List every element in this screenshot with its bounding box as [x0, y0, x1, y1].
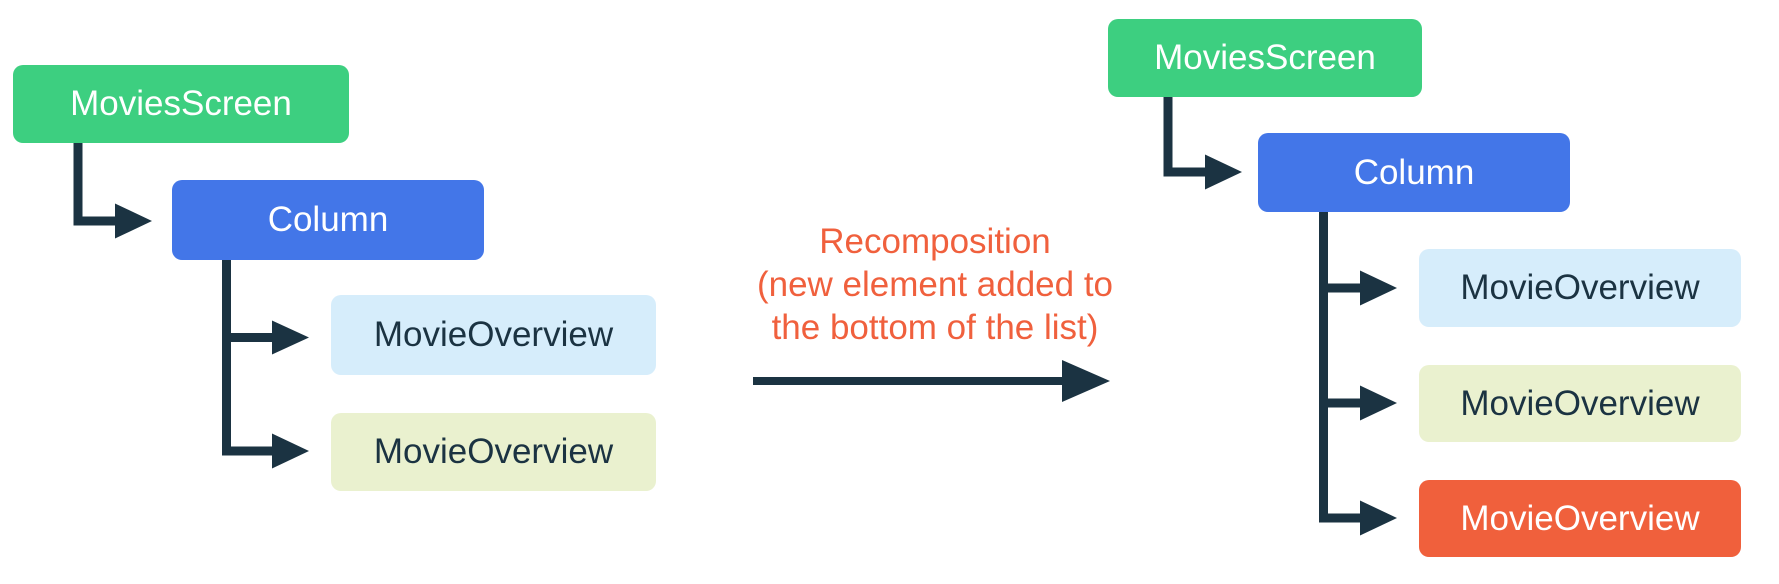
arrowhead-icon [1360, 500, 1397, 536]
arrowhead-icon [1205, 154, 1242, 190]
right-column-to-children-connector [1319, 212, 1397, 536]
left-movieoverview-node-1: MovieOverview [331, 295, 656, 375]
caption-line-3: the bottom of the list) [771, 308, 1099, 347]
recomposition-caption: Recomposition (new element added to the … [690, 220, 1180, 349]
left-column-to-children-connector [222, 260, 309, 469]
left-column-node: Column [172, 180, 484, 260]
right-column-node: Column [1258, 133, 1570, 212]
right-movieoverview-node-new: MovieOverview [1419, 480, 1741, 557]
arrowhead-icon [272, 320, 309, 355]
arrowhead-icon [1062, 360, 1110, 402]
left-moviesscreen-node: MoviesScreen [13, 65, 349, 143]
right-moviesscreen-node: MoviesScreen [1108, 19, 1422, 97]
right-movieoverview-node-1: MovieOverview [1419, 249, 1741, 327]
recomposition-arrow [753, 360, 1110, 402]
arrowhead-icon [1360, 270, 1397, 306]
caption-line-2: (new element added to [756, 265, 1114, 304]
arrowhead-icon [1360, 385, 1397, 421]
arrowhead-icon [115, 203, 152, 239]
right-movieoverview-node-2: MovieOverview [1419, 365, 1741, 442]
right-root-to-column-connector [1163, 97, 1242, 190]
arrowhead-icon [272, 433, 309, 469]
caption-line-1: Recomposition [819, 222, 1051, 261]
left-root-to-column-connector [73, 143, 152, 239]
left-movieoverview-node-2: MovieOverview [331, 413, 656, 491]
